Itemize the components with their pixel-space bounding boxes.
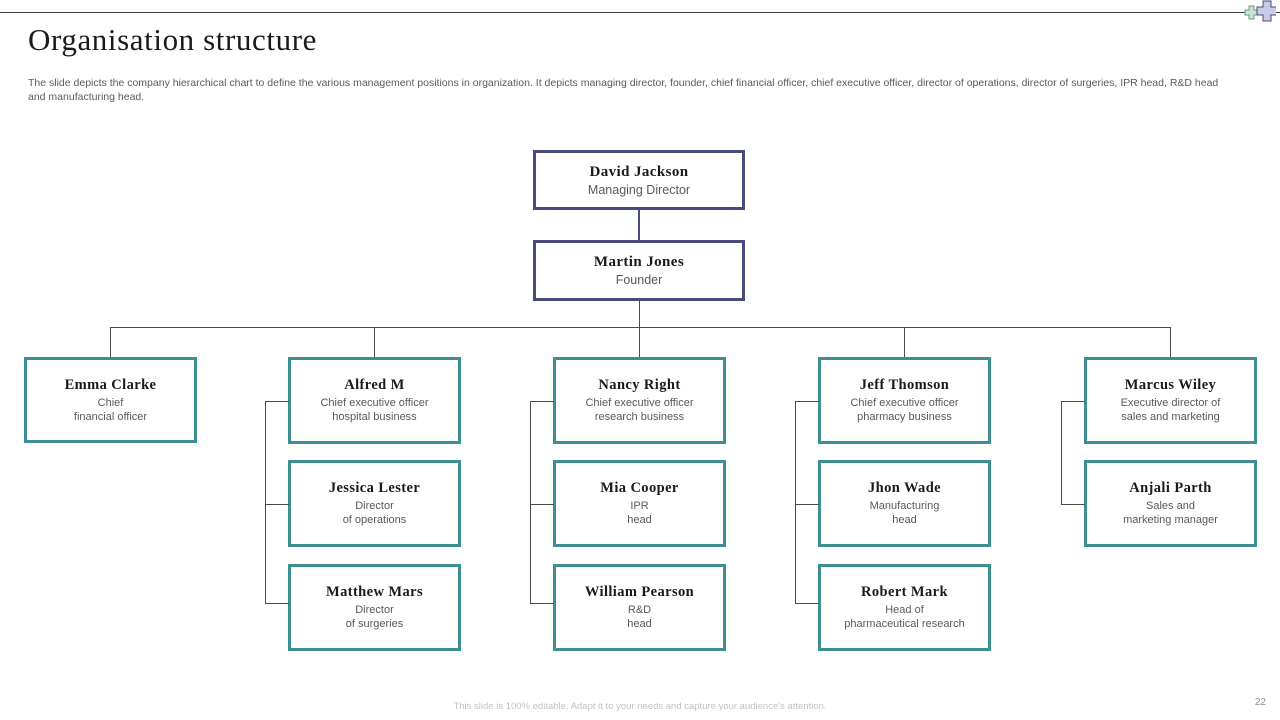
node-name: Mia Cooper	[600, 480, 679, 496]
node-name: Jessica Lester	[328, 480, 421, 496]
node-executive-director-sales-marketing[interactable]: Marcus Wiley Executive director of sales…	[1084, 357, 1257, 444]
node-role: Executive director of sales and marketin…	[1120, 397, 1221, 423]
node-ceo-pharmacy-business[interactable]: Jeff Thomson Chief executive officer pha…	[818, 357, 991, 444]
node-name: Robert Mark	[861, 584, 948, 600]
bracket-stub-col2-row1	[265, 401, 289, 402]
node-ceo-research-business[interactable]: Nancy Right Chief executive officer rese…	[553, 357, 726, 444]
node-name: Anjali Parth	[1129, 480, 1212, 496]
node-name: Matthew Mars	[325, 584, 423, 600]
node-ceo-hospital-business[interactable]: Alfred M Chief executive officer hospita…	[288, 357, 461, 444]
node-managing-director[interactable]: David Jackson Managing Director	[533, 150, 745, 210]
page-description: The slide depicts the company hierarchic…	[28, 77, 1219, 103]
bracket-stub-col3-row1	[530, 401, 554, 402]
node-name: Emma Clarke	[64, 376, 157, 393]
bracket-stub-col5-row1	[1061, 401, 1085, 402]
node-rnd-head[interactable]: William Pearson R&D head	[553, 564, 726, 651]
node-name: Nancy Right	[598, 377, 681, 393]
bracket-spine-col5	[1061, 401, 1062, 504]
bracket-spine-col4	[795, 401, 796, 603]
node-manufacturing-head[interactable]: Jhon Wade Manufacturing head	[818, 460, 991, 547]
node-role: Sales and marketing manager	[1123, 500, 1218, 526]
bracket-stub-col5-row2	[1061, 504, 1085, 505]
footer-note: This slide is 100% editable. Adapt it to…	[453, 701, 827, 712]
node-name: William Pearson	[584, 584, 695, 600]
node-name: Alfred M	[344, 377, 405, 393]
node-name: Jeff Thomson	[859, 377, 950, 393]
edge-drop-col2	[374, 327, 375, 357]
node-role: Head of pharmaceutical research	[844, 604, 965, 630]
edge-drop-col1	[110, 327, 111, 357]
bracket-stub-col3-row3	[530, 603, 554, 604]
edge-founder-drop	[639, 301, 640, 328]
node-name: Martin Jones	[593, 254, 685, 270]
node-role: Manufacturing head	[869, 500, 940, 526]
node-role: Chief executive officer research busines…	[585, 397, 694, 423]
node-name: David Jackson	[589, 163, 689, 180]
node-founder[interactable]: Martin Jones Founder	[533, 240, 745, 301]
node-name: Jhon Wade	[867, 480, 942, 496]
bracket-stub-col2-row3	[265, 603, 289, 604]
node-role: Chief financial officer	[73, 396, 148, 423]
node-name: Marcus Wiley	[1124, 377, 1217, 393]
node-role: Chief executive officer pharmacy busines…	[850, 397, 959, 423]
edge-md-to-founder	[638, 210, 640, 240]
bracket-stub-col4-row3	[795, 603, 819, 604]
bracket-stub-col2-row2	[265, 504, 289, 505]
bracket-stub-col4-row1	[795, 401, 819, 402]
node-role: Founder	[615, 273, 663, 287]
node-chief-financial-officer[interactable]: Emma Clarke Chief financial officer	[24, 357, 197, 443]
node-role: IPR head	[627, 500, 652, 526]
bracket-spine-col3	[530, 401, 531, 603]
node-role: Chief executive officer hospital busines…	[320, 397, 429, 423]
node-role: Director of surgeries	[345, 604, 404, 630]
edge-distribution-bus	[110, 327, 1171, 328]
node-head-pharmaceutical-research[interactable]: Robert Mark Head of pharmaceutical resea…	[818, 564, 991, 651]
node-sales-marketing-manager[interactable]: Anjali Parth Sales and marketing manager	[1084, 460, 1257, 547]
node-role: Director of operations	[342, 500, 407, 526]
edge-drop-col3	[639, 327, 640, 357]
node-ipr-head[interactable]: Mia Cooper IPR head	[553, 460, 726, 547]
node-role: Managing Director	[587, 182, 691, 197]
page-number: 22	[1254, 697, 1266, 708]
edge-drop-col5	[1170, 327, 1171, 357]
bracket-stub-col4-row2	[795, 504, 819, 505]
node-director-of-surgeries[interactable]: Matthew Mars Director of surgeries	[288, 564, 461, 651]
node-role: R&D head	[627, 604, 652, 630]
node-director-of-operations[interactable]: Jessica Lester Director of operations	[288, 460, 461, 547]
bracket-spine-col2	[265, 401, 266, 603]
page-title: Organisation structure	[28, 22, 317, 57]
edge-drop-col4	[904, 327, 905, 357]
header-rule	[0, 12, 1280, 13]
bracket-stub-col3-row2	[530, 504, 554, 505]
